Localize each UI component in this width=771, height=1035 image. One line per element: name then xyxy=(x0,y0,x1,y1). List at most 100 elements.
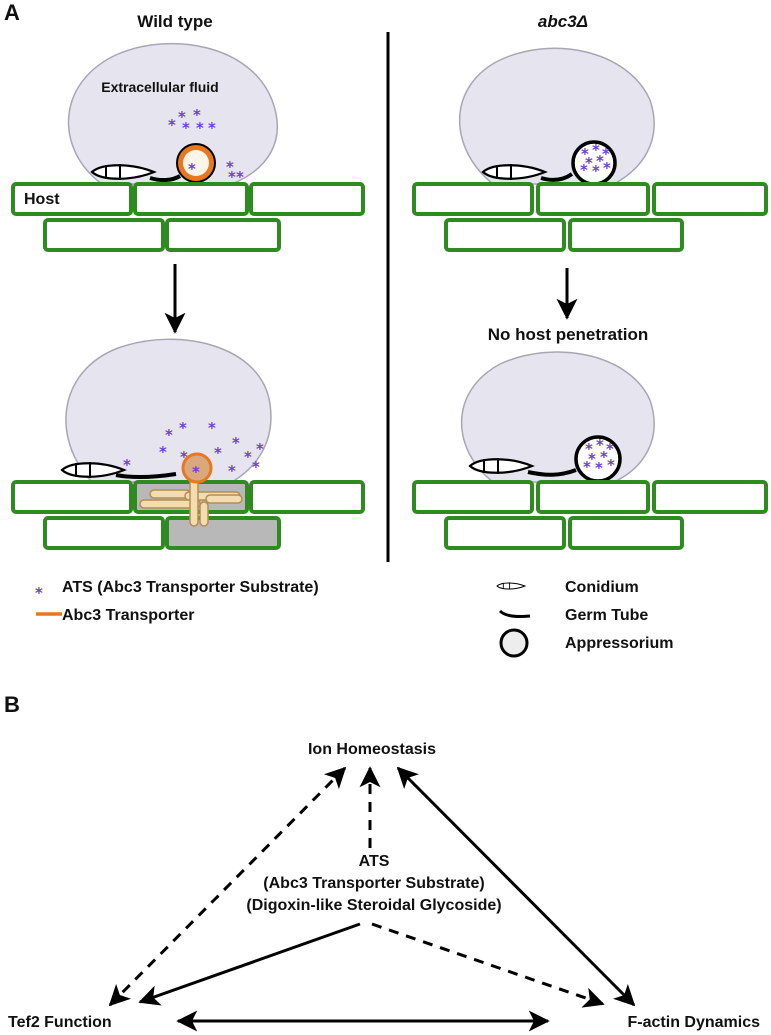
svg-text:*: * xyxy=(585,154,593,172)
edge-ats-to-tef2 xyxy=(138,922,361,1006)
host-cell xyxy=(11,182,133,216)
interaction-network: Ion Homeostasis ATS (Abc3 Transporter Su… xyxy=(8,741,761,1032)
node-ats-line2: (Abc3 Transporter Substrate) xyxy=(263,875,484,892)
host-cell xyxy=(444,516,566,550)
ats-molecules-outside: *** *** *** *** xyxy=(123,419,264,480)
appressorium-legend-icon xyxy=(499,628,529,658)
legend-transporter-label: Abc3 Transporter xyxy=(62,607,194,624)
extracellular-fluid-label: Extracellular fluid xyxy=(101,79,218,95)
svg-text:*: * xyxy=(236,168,244,186)
germ-tube xyxy=(149,174,182,183)
mutant-bottom-scene: *** *** ** xyxy=(412,351,768,550)
host-cell xyxy=(412,182,534,216)
host-cell xyxy=(43,516,165,550)
legend-appressorium-label: Appressorium xyxy=(565,635,673,652)
legend-ats-label: ATS (Abc3 Transporter Substrate) xyxy=(62,579,319,596)
infected-host-cell xyxy=(165,516,281,550)
edge-tef2-ion xyxy=(108,766,347,1007)
panel-a-label: A xyxy=(4,0,20,25)
extracellular-fluid-bubble xyxy=(65,338,272,483)
svg-text:*: * xyxy=(178,108,186,126)
svg-text:*: * xyxy=(165,426,173,444)
svg-text:*: * xyxy=(214,444,222,462)
svg-text:*: * xyxy=(606,440,614,458)
svg-text:*: * xyxy=(588,450,596,468)
svg-text:*: * xyxy=(592,141,600,159)
host-cell xyxy=(43,218,165,252)
svg-text:*: * xyxy=(159,443,167,461)
svg-text:*: * xyxy=(602,145,610,163)
svg-text:*: * xyxy=(168,116,176,134)
mutant-top-scene: *** *** ** xyxy=(412,47,768,252)
svg-text:*: * xyxy=(196,119,204,137)
no-host-penetration-label: No host penetration xyxy=(488,325,649,344)
svg-text:*: * xyxy=(252,458,260,476)
ats-molecules-outside: *** *** *** xyxy=(168,106,244,186)
svg-text:*: * xyxy=(228,462,236,480)
appressorium-interior xyxy=(183,150,209,176)
svg-text:*: * xyxy=(256,440,264,458)
svg-text:*: * xyxy=(208,119,216,137)
svg-text:*: * xyxy=(228,168,236,186)
node-ats-line1: ATS xyxy=(359,853,390,870)
svg-text:*: * xyxy=(226,158,234,176)
svg-text:*: * xyxy=(595,459,603,477)
svg-text:*: * xyxy=(182,119,190,137)
appressorium-with-transporter xyxy=(181,452,213,484)
host-cell xyxy=(133,182,249,216)
host-cell xyxy=(536,480,650,514)
ats-trapped-inside: *** *** ** xyxy=(583,436,615,477)
svg-text:*: * xyxy=(583,458,591,476)
host-cell xyxy=(11,480,133,514)
ats-inside: * xyxy=(188,160,196,178)
svg-text:*: * xyxy=(600,448,608,466)
ats-legend-icon: * xyxy=(35,584,43,602)
host-cell xyxy=(652,480,768,514)
host-cell xyxy=(652,182,768,216)
host-label: Host xyxy=(24,191,60,208)
svg-text:*: * xyxy=(180,448,188,466)
host-cell xyxy=(165,218,281,252)
host-cell xyxy=(249,480,365,514)
svg-text:*: * xyxy=(232,434,240,452)
host-cell xyxy=(412,480,534,514)
svg-text:*: * xyxy=(607,456,615,474)
invasive-hyphae xyxy=(139,477,243,527)
host-cell xyxy=(568,516,684,550)
mutant-title: abc3Δ xyxy=(538,12,588,31)
host-cell xyxy=(536,182,650,216)
wild-type-top-scene: Extracellular fluid *** *** *** * Host xyxy=(11,42,365,252)
node-ats-line3: (Digoxin-like Steroidal Glycoside) xyxy=(246,897,501,914)
svg-text:*: * xyxy=(580,161,588,179)
legend: * ATS (Abc3 Transporter Substrate) Abc3 … xyxy=(35,579,673,658)
germ-tube-legend-icon xyxy=(498,609,531,618)
extracellular-fluid-bubble xyxy=(458,47,655,185)
svg-text:*: * xyxy=(208,419,216,437)
wild-type-bottom-scene: *** *** *** *** * xyxy=(11,338,365,550)
panel-b-label: B xyxy=(4,692,20,717)
host-cell xyxy=(568,218,684,252)
svg-text:*: * xyxy=(123,456,131,474)
germ-tube xyxy=(115,472,177,480)
germ-tube xyxy=(540,172,574,182)
germ-tube xyxy=(527,468,577,477)
extracellular-fluid-bubble xyxy=(67,42,278,185)
svg-text:*: * xyxy=(581,145,589,163)
svg-text:*: * xyxy=(244,448,252,466)
legend-germ-tube-label: Germ Tube xyxy=(565,607,648,624)
host-cell xyxy=(249,182,365,216)
wild-type-title: Wild type xyxy=(137,12,212,31)
host-cell xyxy=(444,218,566,252)
svg-text:*: * xyxy=(585,440,593,458)
svg-text:*: * xyxy=(603,159,611,177)
edge-ion-factin xyxy=(396,766,636,1007)
node-ion-homeostasis: Ion Homeostasis xyxy=(308,741,436,758)
conidium-legend-icon xyxy=(496,581,526,591)
edge-ats-to-factin xyxy=(371,922,605,1008)
svg-text:*: * xyxy=(596,152,604,170)
node-f-actin-dynamics: F-actin Dynamics xyxy=(628,1014,761,1031)
svg-text:*: * xyxy=(592,162,600,180)
svg-text:*: * xyxy=(193,106,201,124)
node-tef2-function: Tef2 Function xyxy=(8,1014,112,1031)
